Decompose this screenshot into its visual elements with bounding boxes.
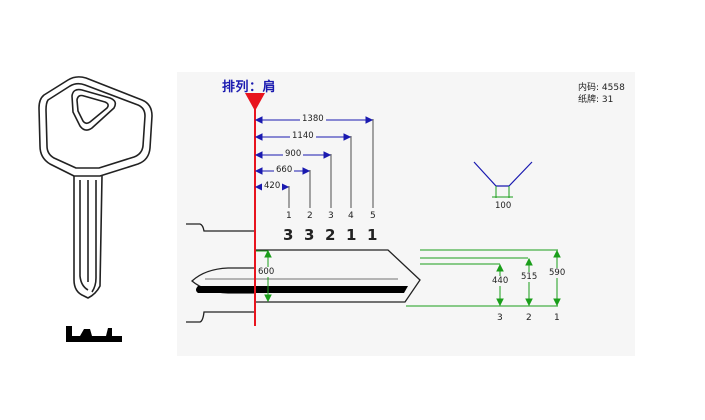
position-label-1140: 1140 [290,131,316,141]
depth-label-590: 590 [549,268,566,278]
depth-dimensions [256,249,561,307]
cut-angle-icon [473,161,533,198]
key-blade-outline [186,223,421,323]
keyway-profile-icon [66,326,122,342]
internal-code-label: 内码: 4558 [578,83,625,93]
depth-label-515: 515 [521,272,538,282]
cut-index-5: 5 [370,211,376,221]
depth-index-2: 2 [526,313,532,323]
cut-index-3: 3 [328,211,334,221]
position-label-420: 420 [262,181,283,191]
blank-number-label: 纸牌: 31 [578,95,614,105]
shoulder-marker-icon [245,93,265,111]
cut-angle-width-label: 100 [495,201,512,211]
depth-label-440: 440 [492,276,509,286]
position-label-900: 900 [283,149,304,159]
cut-depth-2: 3 [304,226,315,244]
cut-index-1: 1 [286,211,292,221]
depth-index-1: 1 [554,313,560,323]
position-label-1380: 1380 [300,114,326,124]
position-dimensions [254,116,374,191]
diagram-panel [177,72,635,356]
key-groove [196,286,408,293]
depth-index-3: 3 [497,313,503,323]
position-ticks [288,119,374,208]
blade-width-label: 600 [258,267,275,277]
cut-depth-1: 3 [283,226,294,244]
position-label-660: 660 [274,165,295,175]
cut-depth-3: 2 [325,226,336,244]
cut-depth-5: 1 [367,226,378,244]
arrangement-label: 排列：肩 [222,80,277,95]
cut-depth-4: 1 [346,226,357,244]
cut-index-2: 2 [307,211,313,221]
cut-index-4: 4 [348,211,354,221]
